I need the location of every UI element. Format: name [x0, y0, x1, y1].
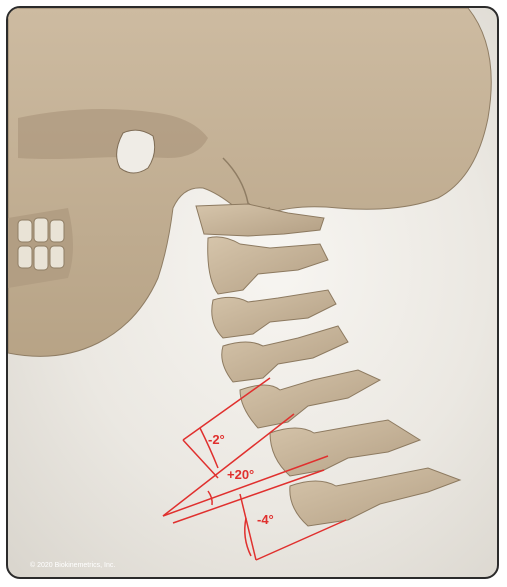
angle-line: [163, 414, 294, 516]
vertebra-c2: [208, 237, 328, 294]
vertebra-c3: [212, 290, 336, 338]
angle-label-3: -4°: [257, 512, 274, 527]
vertebra-c6: [270, 420, 420, 476]
angle-arc: [208, 491, 212, 505]
vertebra-c7: [290, 468, 460, 526]
ear-canal: [117, 130, 155, 173]
spine-illustration: -2° +20° -4°: [8, 8, 499, 579]
image-frame: -2° +20° -4° © 2020 Biokinemetrics, Inc.: [6, 6, 499, 579]
angle-label-2: +20°: [227, 467, 254, 482]
angle-label-1: -2°: [208, 432, 225, 447]
vertebra-c1: [196, 204, 324, 236]
copyright-text: © 2020 Biokinemetrics, Inc.: [30, 562, 115, 569]
